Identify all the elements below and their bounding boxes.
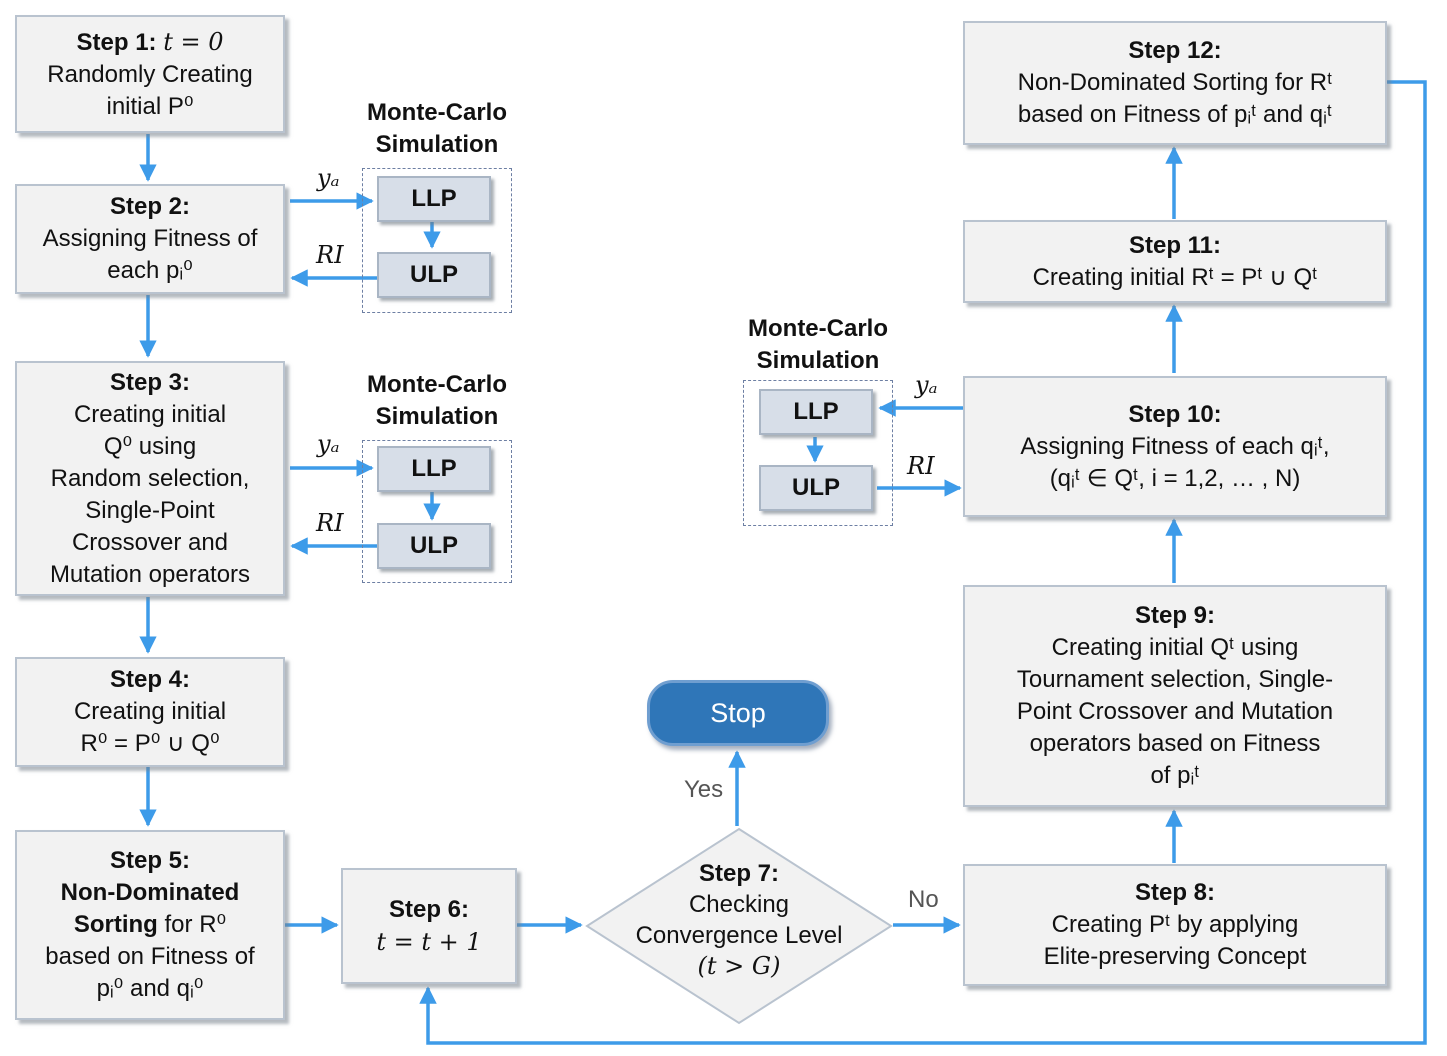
step-11-title: Step 11: [1128,231,1222,259]
llp-box-1: LLP [377,176,491,222]
step-9-box: Step 9: Creating initial Qᵗ using Tourna… [963,585,1387,807]
step-9-line: of pᵢᵗ [1150,762,1200,789]
step-3-line: Q⁰ using [103,432,197,460]
ri-label-1: RI [316,241,344,269]
step-3-line: Single-Point [85,496,215,524]
step-9-line: Creating initial Qᵗ using [1051,634,1299,661]
step-8-title: Step 8: [1134,879,1215,906]
step-2-title: Step 2: [109,193,190,220]
step-10-title: Step 10: [1128,400,1222,428]
step-1-line: Randomly Creating [47,60,253,88]
no-label: No [908,886,939,913]
step-4-title: Step 4: [109,666,190,693]
step-7-title: Step 7: [698,860,779,887]
llp-box-3: LLP [759,389,873,435]
mc-label-1: Monte-Carlo Simulation [352,97,522,161]
mc-container-3 [743,380,893,526]
mc-label-line: Monte-Carlo [748,315,888,342]
ya-label-3: yₐ [915,371,938,399]
step-3-line: Random selection, [50,464,250,492]
step-9-line: Tournament selection, Single- [1016,666,1334,693]
ulp-box-3: ULP [759,465,873,511]
step-5-line: for R⁰ [164,911,227,938]
ya-label-2: yₐ [317,430,340,458]
mc-label-line: Monte-Carlo [367,371,507,398]
step-2-line: Assigning Fitness of [42,225,258,252]
step-12-line: based on Fitness of pᵢᵗ and qᵢᵗ [1017,101,1333,128]
step-7-line: Checking [688,891,790,918]
step-8-box: Step 8: Creating Pᵗ by applying Elite-pr… [963,864,1387,986]
step-4-box: Step 4: Creating initial R⁰ = P⁰ ∪ Q⁰ [15,657,285,767]
step-1-box: Step 1: t = 0 Randomly Creating initial … [15,15,285,133]
step-5-line: pᵢ⁰ and qᵢ⁰ [96,975,204,1002]
step-10-line: (qᵢᵗ ∈ Qᵗ, i = 1,2, … , N) [1049,464,1301,492]
step-3-box: Step 3: Creating initial Q⁰ using Random… [15,361,285,596]
step-1-line: initial P⁰ [106,92,194,120]
ri-label-3: RI [907,452,935,480]
mc-label-line: Simulation [375,403,499,430]
step-6-line: t = t + 1 [376,928,482,956]
mc-container-1 [362,168,512,313]
step-12-line: Non-Dominated Sorting for Rᵗ [1017,69,1333,96]
step-7-text: Step 7: Checking Convergence Level (t > … [613,858,865,982]
step-3-title: Step 3: [109,368,190,396]
step-5-bold-line: Sorting [73,911,158,938]
step-5-bold-line: Non-Dominated [60,879,240,906]
step-7-line: (t > G) [697,952,781,980]
step-4-line: Creating initial [73,698,227,725]
step-11-line: Creating initial Rᵗ = Pᵗ ∪ Qᵗ [1032,263,1318,291]
ya-label-1: yₐ [317,164,340,192]
step-12-box: Step 12: Non-Dominated Sorting for Rᵗ ba… [963,21,1387,145]
step-12-title: Step 12: [1128,37,1222,64]
step-9-line: operators based on Fitness [1029,730,1321,757]
yes-label: Yes [684,776,724,803]
mc-label-2: Monte-Carlo Simulation [352,369,522,433]
step-1-title-math: t = 0 [163,27,224,56]
stop-terminal: Stop [647,680,829,746]
step-8-line: Creating Pᵗ by applying [1051,911,1299,938]
mc-label-3: Monte-Carlo Simulation [733,313,903,377]
arrow-loop-s12-s6 [419,80,1427,1045]
ulp-box-2: ULP [377,523,491,569]
step-9-title: Step 9: [1134,602,1215,629]
step-2-box: Step 2: Assigning Fitness of each pᵢ⁰ [15,184,285,294]
mc-container-2 [362,440,512,583]
step-10-line: Assigning Fitness of each qᵢᵗ, [1020,432,1330,460]
step-5-box: Step 5: Non-Dominated Sorting for R⁰ bas… [15,830,285,1020]
step-2-line: each pᵢ⁰ [107,257,193,284]
step-10-box: Step 10: Assigning Fitness of each qᵢᵗ, … [963,376,1387,517]
step-3-line: Mutation operators [49,560,251,588]
step-9-line: Point Crossover and Mutation [1016,698,1334,725]
ulp-box-1: ULP [377,252,491,298]
step-6-box: Step 6: t = t + 1 [341,868,517,984]
step-4-line: R⁰ = P⁰ ∪ Q⁰ [80,730,220,757]
step-5-line: based on Fitness of [45,943,255,970]
mc-label-line: Simulation [756,347,880,374]
mc-label-line: Monte-Carlo [367,99,507,126]
step-11-box: Step 11: Creating initial Rᵗ = Pᵗ ∪ Qᵗ [963,220,1387,303]
llp-box-2: LLP [377,446,491,492]
step-3-line: Crossover and [71,528,229,556]
step-8-line: Elite-preserving Concept [1043,943,1307,970]
step-6-title: Step 6: [388,896,469,923]
step-5-title: Step 5: [109,847,190,874]
step-7-diamond [585,827,893,1025]
step-1-title: Step 1: [76,28,157,56]
ri-label-2: RI [316,509,344,537]
step-3-line: Creating initial [73,400,227,428]
step-7-line: Convergence Level [635,922,843,949]
mc-label-line: Simulation [375,131,499,158]
